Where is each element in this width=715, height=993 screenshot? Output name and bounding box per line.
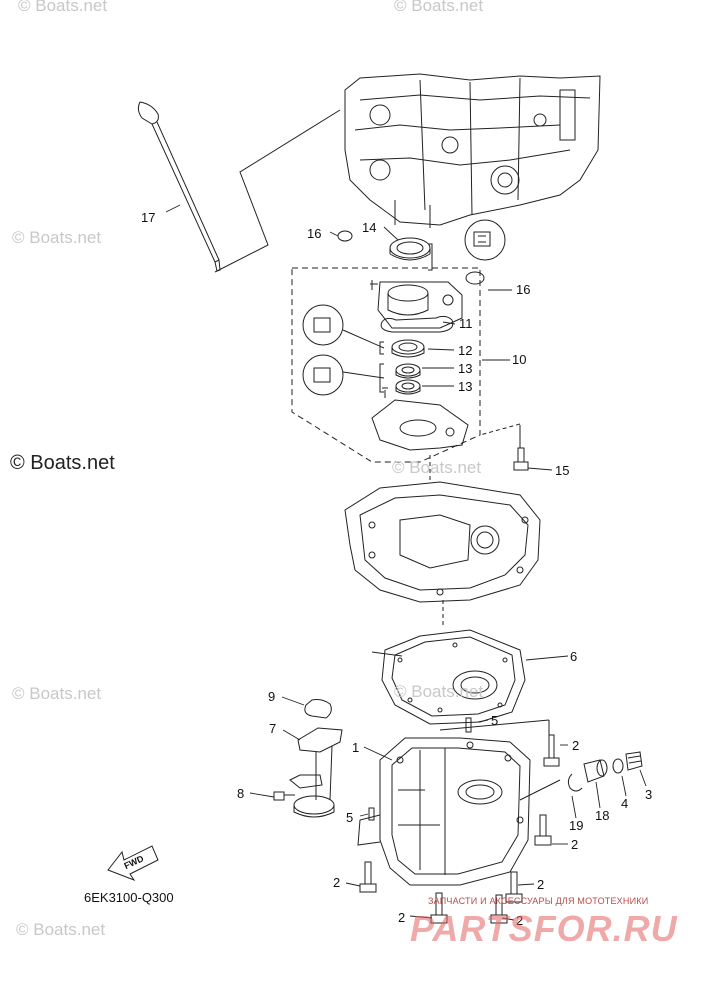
union-18 [583, 759, 608, 783]
bearing-13b [395, 379, 421, 395]
engine-block [344, 73, 601, 228]
callout-16a: 16 [307, 226, 321, 241]
seal-14 [389, 237, 431, 261]
watermark-upper-left: © Boats.net [12, 228, 102, 247]
bolt-15-axis [479, 423, 521, 436]
bolt-2f [430, 892, 448, 924]
callout-5a: 5 [491, 713, 498, 728]
diagram-code: 6EK3100-Q300 [84, 890, 174, 905]
dipstick-leader [214, 109, 341, 273]
callout-2f: 2 [516, 913, 523, 928]
callout-2a: 2 [572, 738, 579, 753]
callout-8: 8 [237, 786, 244, 801]
callout-15: 15 [555, 463, 569, 478]
callout-16b: 16 [516, 282, 530, 297]
callout-18: 18 [595, 808, 609, 823]
bracket-13 [379, 363, 384, 393]
callout-leaders [165, 204, 647, 921]
leader-5a [439, 719, 550, 731]
oil-pan [357, 737, 531, 886]
o-ring-16a [337, 230, 353, 242]
callout-14: 14 [362, 220, 376, 235]
callout-6: 6 [570, 649, 577, 664]
gasket-6 [381, 629, 526, 725]
callout-7: 7 [269, 721, 276, 736]
bolt-15 [513, 425, 529, 471]
dowel-5b [368, 807, 375, 821]
fwd-arrow [107, 845, 159, 882]
callout-2d: 2 [537, 877, 544, 892]
bolt-2d [505, 871, 523, 903]
pump-housing [371, 387, 469, 451]
bolt-8 [273, 791, 295, 801]
callout-1: 1 [352, 740, 359, 755]
dipstick [137, 101, 221, 272]
callout-10: 10 [512, 352, 526, 367]
assembly-box-10 [291, 267, 481, 463]
callout-13b: 13 [458, 379, 472, 394]
seal-12 [391, 339, 425, 358]
watermark-bottom-left: © Boats.net [16, 920, 106, 939]
callout-11: 11 [459, 316, 473, 331]
exhaust-guide [344, 481, 541, 603]
store-brand-logo: PARTSFOR.RU [410, 908, 678, 949]
o-ring-16b [465, 271, 485, 285]
grease-bubble-mid1 [302, 304, 385, 349]
bolt-2c [359, 861, 377, 893]
callout-2c: 2 [333, 875, 340, 890]
watermark-left-strong: © Boats.net [10, 452, 115, 474]
watermark-lower-mid: © Boats.net [394, 682, 484, 701]
gasket-11 [380, 315, 454, 333]
bracket-14 [428, 243, 433, 271]
store-tagline: ЗАПЧАСТИ И АКСЕССУАРЫ ДЛЯ МОТОТЕХНИКИ [428, 896, 649, 906]
callout-13a: 13 [458, 361, 472, 376]
callout-17: 17 [141, 210, 155, 225]
clip-19 [567, 773, 583, 792]
gasket-6-axis [371, 651, 403, 657]
bolt-2a [543, 734, 560, 767]
callout-4: 4 [621, 796, 628, 811]
bearing-housing [370, 280, 463, 329]
bolt-2b [534, 814, 552, 846]
gasket-9 [304, 699, 332, 719]
callout-12: 12 [458, 343, 472, 358]
callout-5b: 5 [346, 810, 353, 825]
bearing-13a [395, 363, 421, 379]
washer-4 [612, 758, 624, 774]
grease-bubble-top [464, 219, 506, 261]
callout-numbers: 17 16 14 16 11 12 13 13 10 15 6 9 7 8 1 … [141, 210, 652, 928]
callout-19: 19 [569, 818, 583, 833]
oil-strainer [289, 727, 343, 818]
callout-3: 3 [645, 787, 652, 802]
leader-drain [519, 779, 561, 801]
bolt-2e [490, 894, 508, 924]
callout-2e: 2 [398, 910, 405, 925]
callout-2b: 2 [571, 837, 578, 852]
callout-9: 9 [268, 689, 275, 704]
bracket-12 [379, 341, 384, 355]
watermark-mid: © Boats.net [392, 458, 482, 477]
watermark-lower-left: © Boats.net [12, 684, 102, 703]
watermark-top-right: © Boats.net [394, 0, 484, 15]
dowel-5a [465, 717, 472, 733]
watermark-top: © Boats.net [18, 0, 108, 15]
grease-bubble-mid2 [302, 354, 385, 396]
drain-bolt-3 [625, 751, 643, 771]
